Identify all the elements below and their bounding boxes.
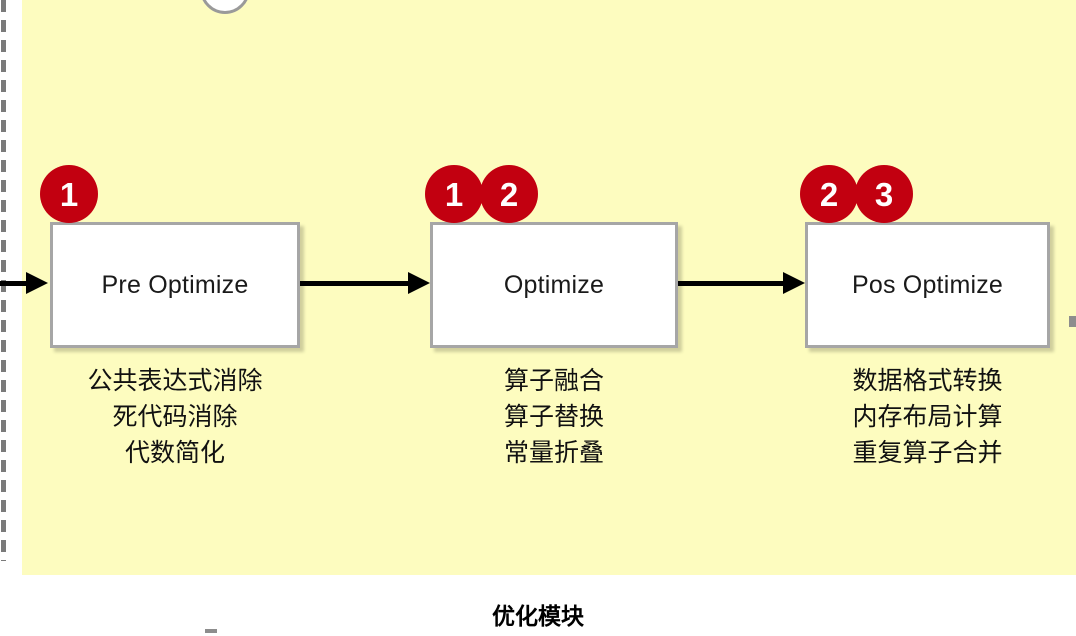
stage-badge-pos-3[interactable]: 3: [855, 165, 913, 223]
stage-badge-optimize-2[interactable]: 2: [480, 165, 538, 223]
arrow-optimize-to-pos: [678, 272, 805, 294]
arrow-head: [26, 272, 48, 294]
process-box-pos-optimize[interactable]: Pos Optimize: [805, 222, 1050, 348]
item-list-optimize: 算子融合 算子替换 常量折叠: [430, 363, 678, 471]
list-item: 公共表达式消除: [87, 367, 263, 395]
arrow-shaft: [300, 281, 410, 286]
module-caption: 优化模块: [492, 603, 584, 629]
arrow-incoming: [0, 272, 48, 294]
arrow-shaft: [0, 281, 28, 286]
arrow-pre-to-optimize: [300, 272, 430, 294]
item-list-pos-optimize: 数据格式转换 内存布局计算 重复算子合并: [805, 363, 1050, 471]
list-item: 死代码消除: [112, 403, 238, 431]
stage-badge-pos-2[interactable]: 2: [800, 165, 858, 223]
process-box-optimize[interactable]: Optimize: [430, 222, 678, 348]
list-item: 数据格式转换: [852, 367, 1003, 395]
list-item: 重复算子合并: [852, 439, 1003, 467]
dashed-container-border: [1, 0, 6, 561]
process-box-label: Optimize: [503, 270, 605, 299]
process-box-pre-optimize[interactable]: Pre Optimize: [50, 222, 300, 348]
list-item: 算子融合: [503, 367, 604, 395]
right-edge-tick-marker: [1069, 316, 1076, 327]
bottom-edge-tick-marker: [205, 629, 217, 633]
item-list-pre-optimize: 公共表达式消除 死代码消除 代数简化: [50, 363, 300, 471]
stage-badge-pre-1[interactable]: 1: [40, 165, 98, 223]
arrow-head: [783, 272, 805, 294]
process-box-label: Pos Optimize: [851, 270, 1004, 299]
list-item: 常量折叠: [503, 439, 604, 467]
process-box-label: Pre Optimize: [101, 270, 249, 299]
list-item: 内存布局计算: [852, 403, 1003, 431]
arrow-head: [408, 272, 430, 294]
list-item: 代数简化: [124, 439, 225, 467]
stage-badge-optimize-1[interactable]: 1: [425, 165, 483, 223]
arrow-shaft: [678, 281, 785, 286]
list-item: 算子替换: [503, 403, 604, 431]
